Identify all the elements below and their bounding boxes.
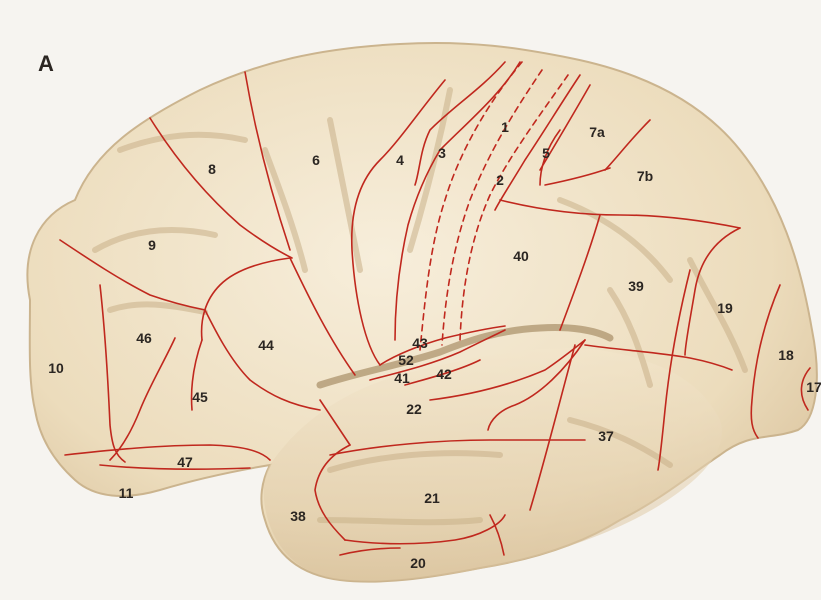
area-label-44: 44 bbox=[258, 337, 274, 353]
area-label-46: 46 bbox=[136, 330, 152, 346]
area-label-45: 45 bbox=[192, 389, 208, 405]
area-label-8: 8 bbox=[208, 161, 216, 177]
area-label-20: 20 bbox=[410, 555, 426, 571]
area-label-19: 19 bbox=[717, 300, 733, 316]
area-label-7a: 7a bbox=[589, 124, 605, 140]
panel-letter: A bbox=[38, 51, 54, 76]
area-label-18: 18 bbox=[778, 347, 794, 363]
area-label-52: 52 bbox=[398, 352, 414, 368]
area-label-4: 4 bbox=[396, 152, 404, 168]
area-label-11: 11 bbox=[119, 485, 134, 501]
area-label-38: 38 bbox=[290, 508, 306, 524]
area-label-1: 1 bbox=[501, 119, 509, 135]
area-label-22: 22 bbox=[406, 401, 422, 417]
area-label-3: 3 bbox=[438, 145, 446, 161]
area-label-39: 39 bbox=[628, 278, 644, 294]
area-label-2: 2 bbox=[496, 172, 504, 188]
area-label-21: 21 bbox=[424, 490, 440, 506]
area-label-41: 41 bbox=[394, 370, 410, 386]
area-label-9: 9 bbox=[148, 237, 156, 253]
area-label-40: 40 bbox=[513, 248, 529, 264]
area-label-5: 5 bbox=[542, 145, 550, 161]
area-label-7b: 7b bbox=[637, 168, 653, 184]
area-label-42: 42 bbox=[436, 366, 452, 382]
area-label-43: 43 bbox=[412, 335, 428, 351]
area-label-47: 47 bbox=[177, 454, 193, 470]
area-label-10: 10 bbox=[48, 360, 64, 376]
area-label-37: 37 bbox=[598, 428, 614, 444]
area-label-17: 17 bbox=[806, 379, 821, 395]
area-label-6: 6 bbox=[312, 152, 320, 168]
